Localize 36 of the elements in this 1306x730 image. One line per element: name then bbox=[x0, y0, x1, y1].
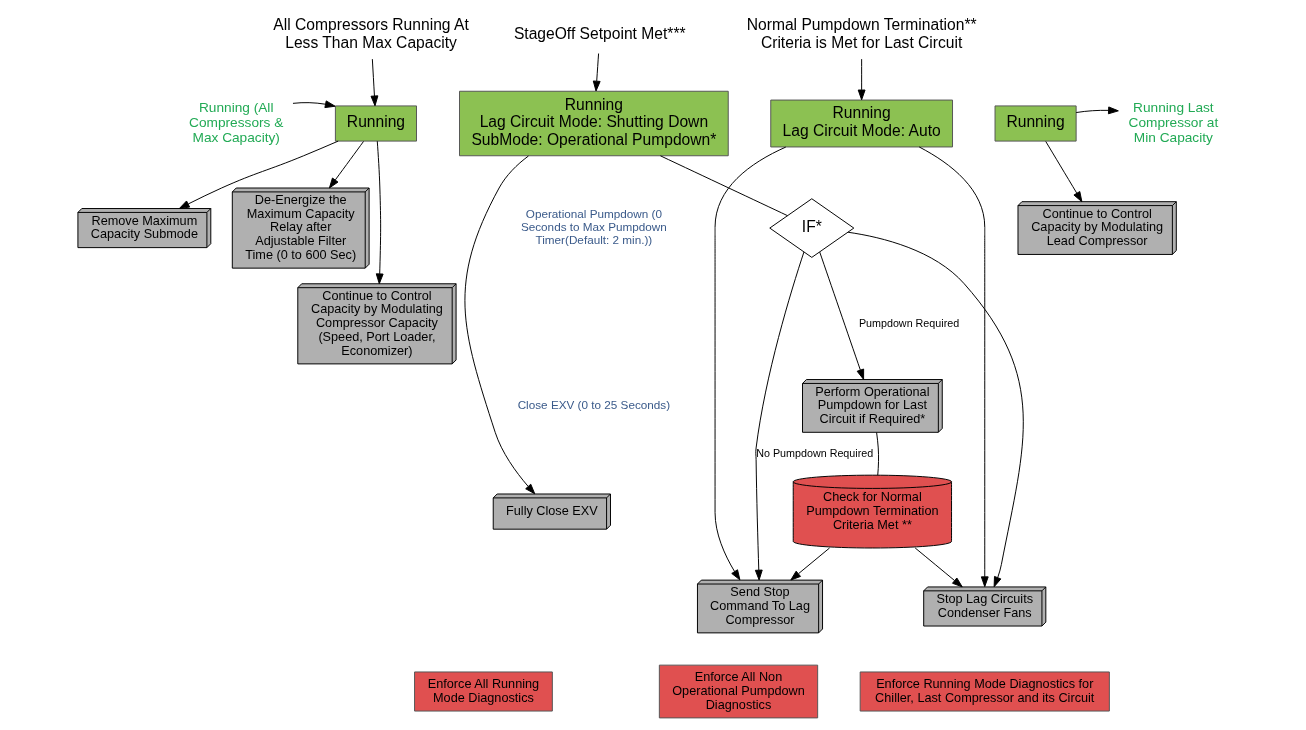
node-text: Normal Pumpdown Termination** Criteria is Met for Last Circuit bbox=[746, 16, 977, 52]
node-text: All Compressors Running At Less Than Max Capacity bbox=[273, 16, 469, 52]
edge-label: Pumpdown Required bbox=[858, 316, 960, 329]
arrow bbox=[847, 231, 1024, 588]
label: Operational Pumpdown (0 Seconds to Max Pumpdown Timer(Default: 2 min.)) bbox=[520, 207, 667, 246]
node-box: Running Lag Circuit Mode: Shutting Down SubMode: Operational Pumpdown* bbox=[459, 90, 729, 157]
arrow bbox=[370, 58, 379, 107]
arrow bbox=[819, 251, 865, 380]
arrow bbox=[464, 155, 536, 495]
node-box: Enforce All Non Operational Pumpdown Diagnostics bbox=[658, 664, 819, 719]
arrow bbox=[754, 251, 805, 581]
arrow bbox=[857, 58, 866, 101]
connector bbox=[659, 155, 788, 217]
arrow bbox=[375, 140, 384, 285]
node-box: Running bbox=[994, 105, 1077, 142]
node-diamond: IF* bbox=[769, 198, 855, 258]
connector bbox=[876, 431, 880, 476]
arrow bbox=[714, 146, 787, 581]
label: Close EXV (0 to 25 Seconds) bbox=[517, 397, 671, 411]
arrow bbox=[914, 547, 963, 588]
node-box: Running Lag Circuit Mode: Auto bbox=[770, 99, 953, 148]
arrow bbox=[790, 547, 831, 581]
arrow bbox=[1075, 106, 1119, 115]
arrow bbox=[918, 146, 989, 588]
node-box: Enforce All Running Mode Diagnostics bbox=[414, 671, 553, 712]
arrow bbox=[178, 140, 339, 209]
arrow bbox=[592, 53, 601, 92]
arrow bbox=[1045, 140, 1083, 203]
node-box: Running bbox=[334, 105, 417, 142]
arrow bbox=[292, 100, 336, 109]
node-box: Enforce Running Mode Diagnostics for Chiller, Last Compressor and its Circuit bbox=[859, 671, 1110, 712]
node-text: Running Last Compressor at Min Capacity bbox=[1128, 100, 1219, 145]
arrow bbox=[328, 140, 365, 189]
node-text: StageOff Setpoint Met*** bbox=[513, 25, 686, 43]
edge-label: No Pumpdown Required bbox=[756, 446, 874, 459]
node-text: Running (All Compressors & Max Capacity) bbox=[189, 100, 284, 145]
